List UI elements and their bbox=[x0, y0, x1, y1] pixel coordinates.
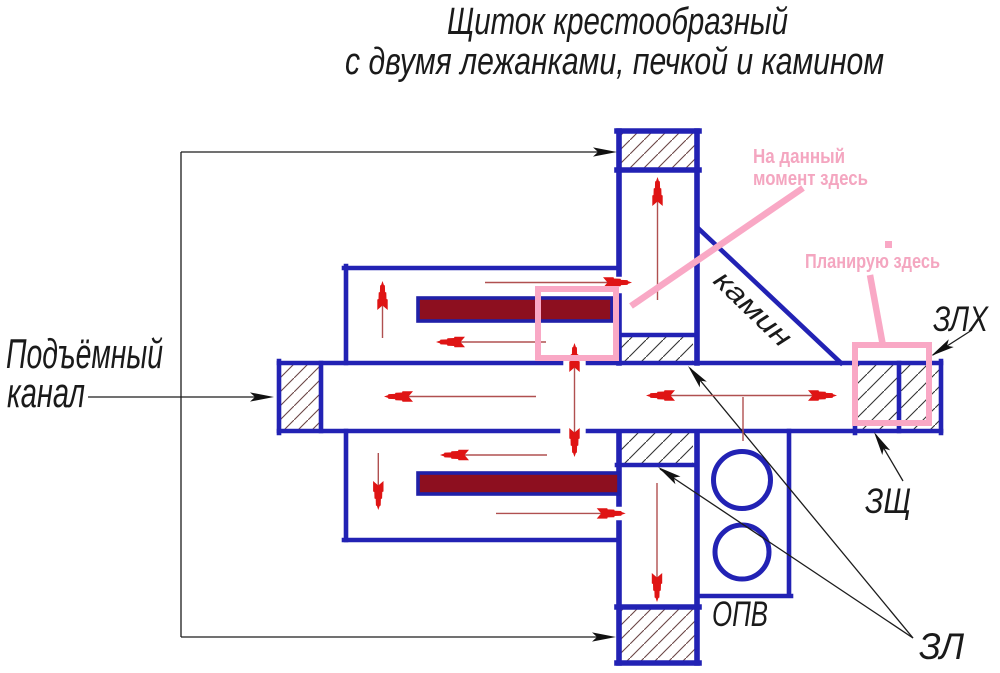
svg-text:с двумя лежанками, печкой и ка: с двумя лежанками, печкой и камином bbox=[345, 41, 884, 83]
svg-text:Подъёмный: Подъёмный bbox=[6, 330, 163, 377]
svg-text:Щиток крестообразный: Щиток крестообразный bbox=[447, 1, 788, 43]
svg-text:ОПВ: ОПВ bbox=[712, 595, 768, 634]
svg-text:Планирую здесь: Планирую здесь bbox=[805, 251, 940, 273]
svg-text:канал: канал bbox=[7, 369, 85, 416]
svg-text:ЗЛ: ЗЛ bbox=[919, 626, 965, 667]
svg-text:ЗЛХ: ЗЛХ bbox=[933, 300, 989, 339]
svg-text:момент здесь: момент здесь bbox=[753, 168, 868, 190]
svg-text:На данный: На данный bbox=[753, 146, 845, 168]
svg-text:ЗЩ: ЗЩ bbox=[865, 482, 911, 521]
